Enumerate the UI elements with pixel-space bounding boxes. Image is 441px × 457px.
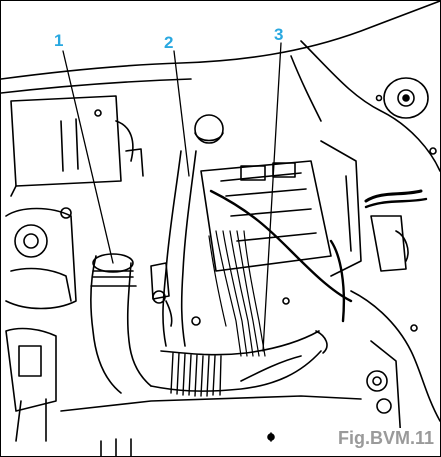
callout-label-3: 3 [274,25,284,44]
callout-label-2: 2 [164,33,174,52]
figure-caption: Fig.BVM.11 [335,428,436,448]
callout-label-1: 1 [54,31,64,50]
